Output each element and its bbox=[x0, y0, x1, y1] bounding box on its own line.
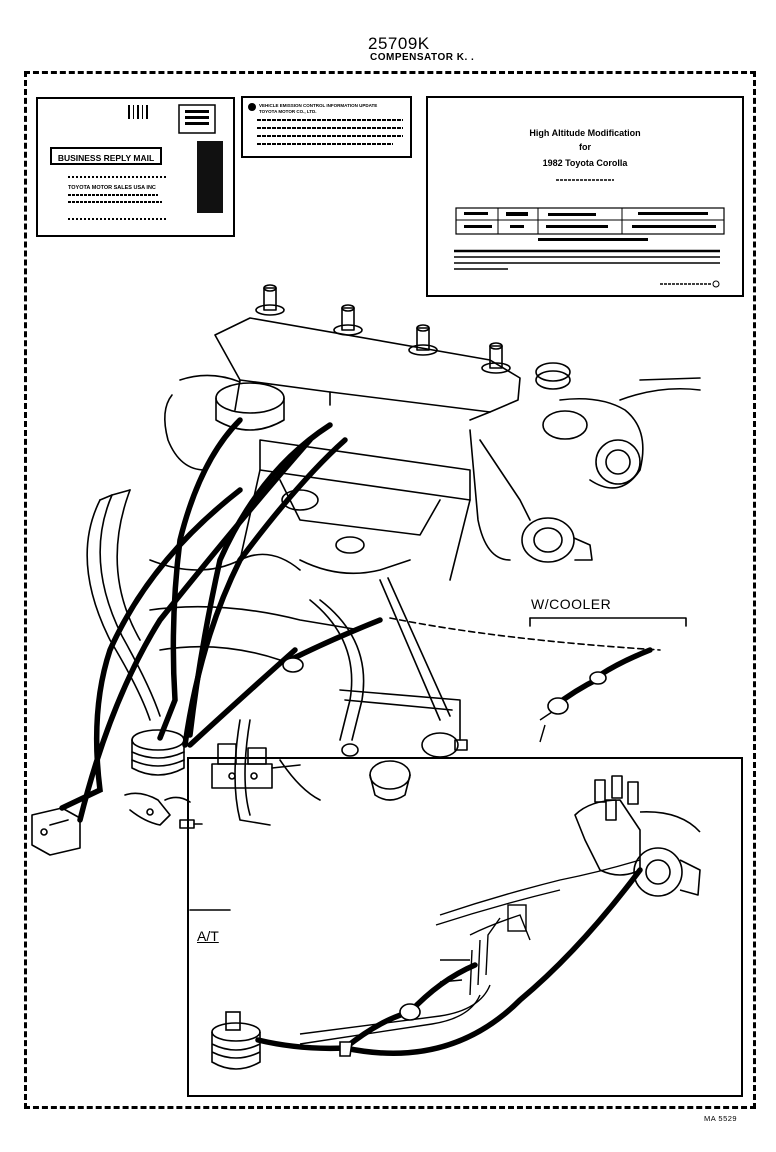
at-label: A/T bbox=[197, 928, 219, 944]
w-cooler-label: W/COOLER bbox=[531, 596, 612, 612]
business-reply-card: BUSINESS REPLY MAIL TOYOTA MOTOR SALES U… bbox=[36, 97, 235, 237]
label-card-lines bbox=[248, 103, 403, 145]
notice-line-1: High Altitude Modification bbox=[529, 128, 641, 138]
emission-label-card: VEHICLE EMISSION CONTROL INFORMATION UPD… bbox=[241, 96, 412, 158]
reply-card-graphics bbox=[68, 104, 223, 220]
spark-plug-cap bbox=[255, 284, 285, 316]
vacuum-valve-icon bbox=[521, 517, 593, 563]
reply-card-title: BUSINESS REPLY MAIL bbox=[50, 147, 162, 165]
notice-line-3: 1982 Toyota Corolla bbox=[542, 158, 628, 168]
compensator-at bbox=[211, 1011, 261, 1070]
notice-line-2: for bbox=[579, 142, 591, 152]
reply-card-sender: TOYOTA MOTOR SALES USA INC bbox=[68, 185, 156, 191]
part-number: 25709K bbox=[368, 34, 430, 53]
part-description: COMPENSATOR K. . bbox=[370, 52, 475, 63]
switch-box bbox=[31, 807, 81, 856]
kit-border bbox=[24, 71, 756, 1109]
solenoid-block bbox=[211, 743, 301, 789]
label-company: TOYOTA MOTOR CO., LTD. bbox=[259, 109, 317, 114]
label-heading: VEHICLE EMISSION CONTROL INFORMATION UPD… bbox=[259, 103, 378, 108]
at-inset-frame bbox=[187, 757, 743, 1097]
vacuum-hose-icon bbox=[255, 867, 643, 1056]
notice-card: High Altitude Modification for 1982 Toyo… bbox=[426, 96, 744, 297]
vacuum-valve-icon bbox=[369, 760, 411, 801]
notice-card-table bbox=[454, 179, 725, 288]
reference-code: MA 5529 bbox=[704, 1114, 738, 1123]
barcode-icon bbox=[128, 105, 148, 119]
vacuum-hose-icon bbox=[59, 417, 653, 823]
